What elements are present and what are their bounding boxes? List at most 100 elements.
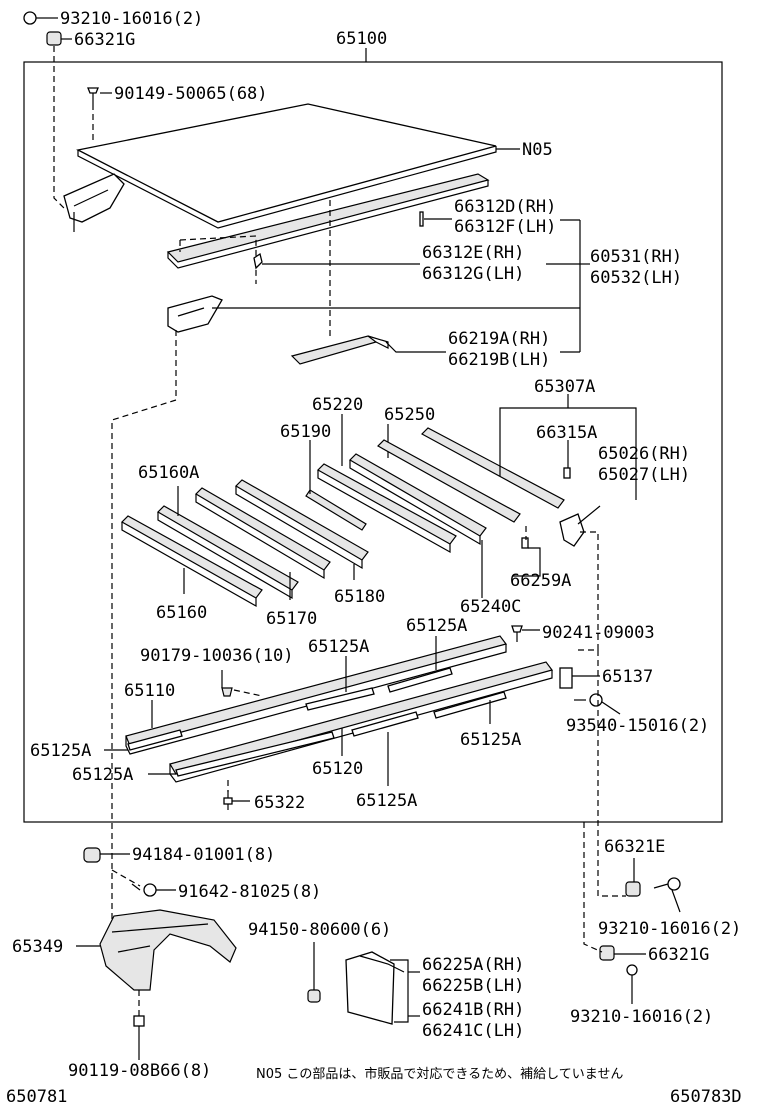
bolt-93210-mid-icon <box>653 877 681 891</box>
label-65125A-5: 65125A <box>72 765 133 785</box>
clip-90179-icon <box>221 687 233 697</box>
label-66321G-bot: 66321G <box>648 945 709 965</box>
bolt-65322-icon <box>223 790 233 810</box>
label-66312G: 66312G(LH) <box>422 264 524 284</box>
label-66225B: 66225B(LH) <box>422 976 524 996</box>
label-91642: 91642-81025(8) <box>178 882 321 902</box>
label-65250: 65250 <box>384 405 435 425</box>
label-65125A-2: 65125A <box>308 637 369 657</box>
label-65027: 65027(LH) <box>598 465 690 485</box>
assembly-frame <box>23 61 723 823</box>
label-65220: 65220 <box>312 395 363 415</box>
sill-65110 <box>125 635 508 755</box>
strip-65125A-e <box>351 711 419 737</box>
label-94184: 94184-01001(8) <box>132 845 275 865</box>
nut-94150-icon <box>307 989 321 1003</box>
cross-member-65307A <box>377 427 565 523</box>
strip-65125A-b <box>387 667 453 693</box>
pin-icon <box>419 211 424 227</box>
footer-right-code: 650783D <box>670 1087 742 1107</box>
sill-65120 <box>169 661 554 783</box>
label-65110: 65110 <box>124 681 175 701</box>
nut-66321E-icon <box>625 881 641 897</box>
label-65322: 65322 <box>254 793 305 813</box>
label-90119: 90119-08B66(8) <box>68 1061 211 1081</box>
label-90241: 90241-09003 <box>542 623 655 643</box>
label-65026: 65026(RH) <box>598 444 690 464</box>
bolt-93540-icon <box>574 693 603 707</box>
label-66312F: 66312F(LH) <box>454 217 556 237</box>
bolt-90241-icon <box>511 625 523 642</box>
bracket-66225-66241 <box>390 959 409 1023</box>
cross-member-65160A <box>157 505 299 600</box>
label-65137: 65137 <box>602 667 653 687</box>
label-65349: 65349 <box>12 937 63 957</box>
dashed-path-top-left <box>53 46 67 211</box>
hook-65026 <box>559 513 585 547</box>
floor-panel-edge <box>77 146 497 229</box>
label-93210-mid: 93210-16016(2) <box>598 919 741 939</box>
bolt-90119-icon <box>133 1015 145 1046</box>
footer-left-code: 650781 <box>6 1087 67 1107</box>
bolt-91642-icon <box>131 883 157 897</box>
nut-icon <box>46 31 62 46</box>
label-66241C: 66241C(LH) <box>422 1021 524 1041</box>
label-66225A: 66225A(RH) <box>422 955 524 975</box>
retainer-66219 <box>290 335 378 365</box>
label-65170: 65170 <box>266 609 317 629</box>
label-94150: 94150-80600(6) <box>248 920 391 940</box>
plate-65137 <box>559 667 573 689</box>
corner-bracket <box>167 295 223 333</box>
label-65160: 65160 <box>156 603 207 623</box>
clip-66259A <box>521 537 529 549</box>
strip-65125A-d <box>175 731 335 777</box>
label-90149: 90149-50065(68) <box>114 84 268 104</box>
label-65307A: 65307A <box>534 377 595 397</box>
label-90179: 90179-10036(10) <box>140 646 294 666</box>
cross-member-65170 <box>195 487 331 580</box>
cross-member-65160 <box>121 515 263 608</box>
label-66219A: 66219A(RH) <box>448 329 550 349</box>
clip-icon <box>253 252 263 270</box>
label-93210-top: 93210-16016(2) <box>60 9 203 29</box>
label-60532: 60532(LH) <box>590 268 682 288</box>
label-66321G-top: 66321G <box>74 30 135 50</box>
label-65125A-6: 65125A <box>356 791 417 811</box>
label-66312D: 66312D(RH) <box>454 197 556 217</box>
label-93540: 93540-15016(2) <box>566 716 709 736</box>
strip-65125A-f <box>433 691 507 719</box>
strip-65125A-c <box>127 729 183 751</box>
label-65180: 65180 <box>334 587 385 607</box>
cross-member-65220 <box>317 463 457 554</box>
bolt-93210-bot-icon <box>626 964 638 1004</box>
footnote-N05: N05 この部品は、市販品で対応できるため、補給していません <box>256 1066 623 1082</box>
floor-panel <box>76 103 497 223</box>
label-66241B: 66241B(RH) <box>422 1000 524 1020</box>
label-65100: 65100 <box>336 29 387 49</box>
label-60531: 60531(RH) <box>590 247 682 267</box>
label-65125A-3: 65125A <box>460 730 521 750</box>
label-66259A: 66259A <box>510 571 571 591</box>
mud-guard <box>345 951 405 1025</box>
cross-member-65250 <box>349 453 487 546</box>
label-66321E: 66321E <box>604 837 665 857</box>
label-65240C: 65240C <box>460 597 521 617</box>
label-N05: N05 <box>522 140 553 160</box>
screw-icon <box>87 87 99 104</box>
nut-94184-icon <box>83 847 101 863</box>
strip-65125A-a <box>305 687 375 711</box>
label-66315A: 66315A <box>536 423 597 443</box>
cross-member-65190 <box>305 489 367 531</box>
label-66219B: 66219B(LH) <box>448 350 550 370</box>
clip-66315A <box>563 467 571 479</box>
label-65190: 65190 <box>280 422 331 442</box>
cross-member-65180 <box>235 479 369 570</box>
nut-66321G-bot-icon <box>599 945 615 961</box>
label-65160A: 65160A <box>138 463 199 483</box>
label-65125A-1: 65125A <box>406 616 467 636</box>
label-65125A-4: 65125A <box>30 741 91 761</box>
label-93210-bot: 93210-16016(2) <box>570 1007 713 1027</box>
bolt-icon <box>23 11 44 25</box>
label-65120: 65120 <box>312 759 363 779</box>
